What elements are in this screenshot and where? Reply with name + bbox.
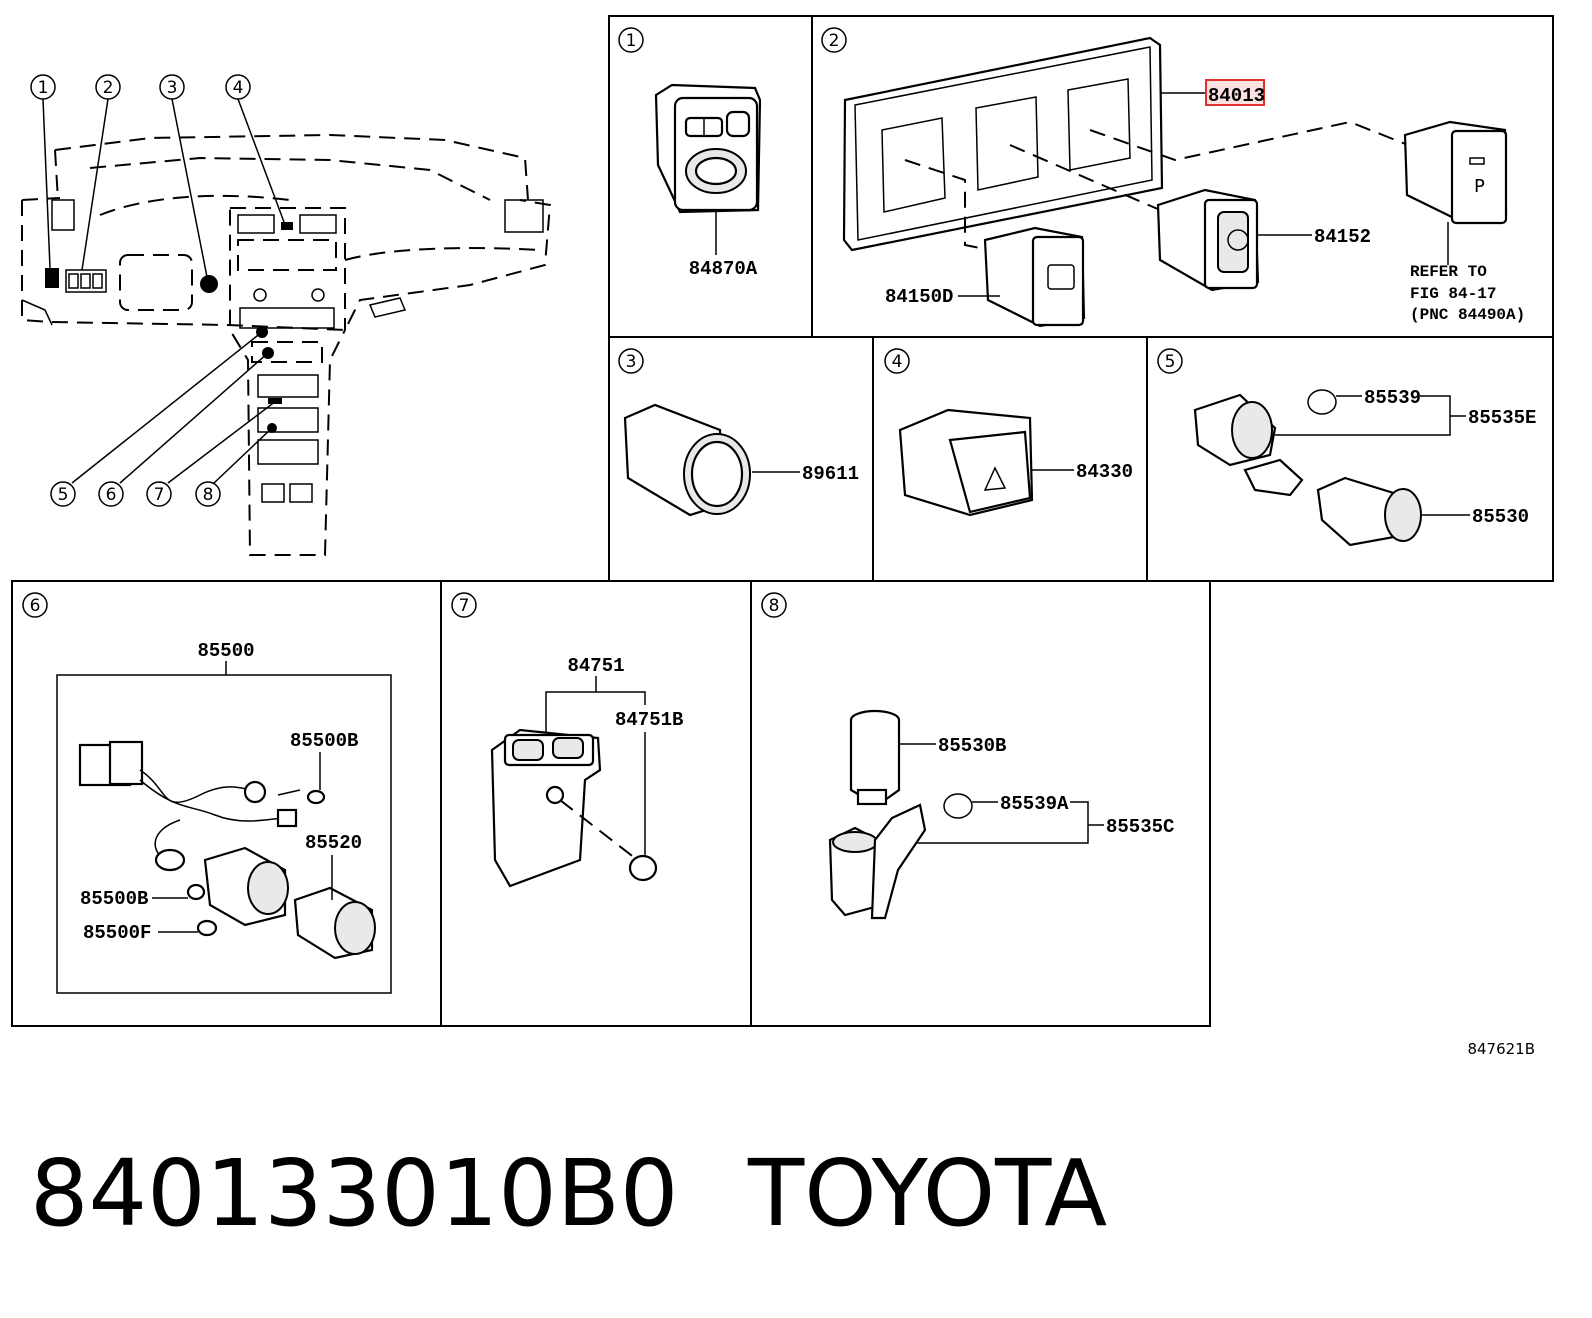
cigarette-lighter-harness-illustration	[78, 740, 376, 960]
hazard-switch-illustration	[898, 408, 1034, 517]
svg-text:7: 7	[154, 485, 165, 505]
svg-text:6: 6	[106, 485, 117, 505]
footer-brand: TOYOTA	[747, 1140, 1107, 1247]
overview-callout-2[interactable]: 2	[95, 74, 121, 100]
start-button-illustration	[623, 403, 751, 517]
part-label-85530B[interactable]: 85530B	[938, 735, 1006, 757]
part-label-89611[interactable]: 89611	[802, 463, 859, 485]
part-label-84152[interactable]: 84152	[1314, 226, 1371, 248]
footer-part-number: 840133010B0	[30, 1140, 678, 1247]
dashboard-outline	[21, 98, 552, 556]
panel-7: 7 84751 84751B	[451, 592, 683, 888]
panel-3: 3 89611	[618, 348, 859, 517]
socket-85530B-illustration	[849, 709, 901, 806]
svg-text:3: 3	[626, 352, 637, 372]
overview-callout-7[interactable]: 7	[146, 481, 172, 507]
cap-85539-icon	[1307, 389, 1337, 415]
heated-seat-switch-illustration	[490, 728, 602, 888]
overview-callout-8[interactable]: 8	[195, 481, 221, 507]
part-label-85500B-top[interactable]: 85500B	[290, 730, 358, 752]
svg-text:8: 8	[203, 485, 214, 505]
panel-1: 1 84870A	[618, 27, 762, 280]
clip-84751B-icon	[628, 854, 658, 882]
svg-text:2: 2	[103, 78, 114, 98]
switch-84150D-illustration	[983, 226, 1086, 328]
part-label-84751B[interactable]: 84751B	[615, 709, 683, 731]
part-label-84751[interactable]: 84751	[567, 655, 624, 677]
overview-callout-3[interactable]: 3	[159, 74, 185, 100]
part-label-85520[interactable]: 85520	[305, 832, 362, 854]
panel-4: 4 84330	[884, 348, 1133, 517]
svg-text:1: 1	[626, 31, 637, 51]
switch-parking-assist-illustration: P	[1403, 120, 1508, 225]
highlight-box-84013	[1205, 79, 1265, 106]
panel-2: 2 84013 84152 84150	[821, 27, 1525, 328]
switch-84152-illustration	[1156, 188, 1260, 292]
overview-callout-5[interactable]: 5	[50, 481, 76, 507]
panel-5: 5 85539 85535E 85530	[1157, 348, 1536, 547]
svg-text:4: 4	[233, 78, 244, 98]
refer-line-3: (PNC 84490A)	[1410, 306, 1525, 324]
part-label-85500F[interactable]: 85500F	[83, 922, 151, 944]
part-label-85500B-bottom[interactable]: 85500B	[80, 888, 148, 910]
part-label-85535E[interactable]: 85535E	[1468, 407, 1536, 429]
dashboard-overview: 1 2 3 4 5 6 7 8	[21, 74, 552, 556]
svg-text:5: 5	[58, 485, 69, 505]
svg-text:4: 4	[892, 352, 903, 372]
svg-text:P: P	[1474, 176, 1485, 197]
refer-line-2: FIG 84-17	[1410, 285, 1496, 303]
svg-text:3: 3	[167, 78, 178, 98]
panel-frames	[11, 15, 1554, 1027]
cap-85539A-icon	[943, 793, 973, 819]
part-label-84870A[interactable]: 84870A	[689, 258, 758, 280]
part-label-85530[interactable]: 85530	[1472, 506, 1529, 528]
socket-85535C-illustration	[828, 803, 927, 920]
illustration-code: 847621B	[1467, 1040, 1535, 1058]
overview-callout-1[interactable]: 1	[30, 74, 56, 100]
part-label-84150D[interactable]: 84150D	[885, 286, 953, 308]
part-label-85535C[interactable]: 85535C	[1106, 816, 1174, 838]
panel-8: 8 85530B 85539A 85535C	[761, 592, 1174, 920]
svg-text:8: 8	[769, 596, 780, 616]
panel-1-index	[618, 27, 644, 53]
switch-bezel-illustration	[842, 36, 1164, 252]
svg-text:2: 2	[829, 31, 840, 51]
svg-text:5: 5	[1165, 352, 1176, 372]
svg-text:6: 6	[30, 596, 41, 616]
part-label-85539[interactable]: 85539	[1364, 387, 1421, 409]
mirror-switch-illustration	[654, 83, 762, 214]
svg-text:7: 7	[459, 596, 470, 616]
svg-text:1: 1	[38, 78, 49, 98]
socket-85530-illustration	[1316, 476, 1422, 547]
panel-6: 6 85500 85500B 85520 85500B 85500	[22, 592, 392, 994]
overview-callout-6[interactable]: 6	[98, 481, 124, 507]
overview-callout-4[interactable]: 4	[225, 74, 251, 100]
part-label-85500[interactable]: 85500	[197, 640, 254, 662]
socket-85535E-illustration	[1193, 393, 1304, 497]
refer-line-1: REFER TO	[1410, 263, 1487, 281]
part-label-84013[interactable]: 84013	[1208, 85, 1265, 107]
part-label-84330[interactable]: 84330	[1076, 461, 1133, 483]
part-label-85539A[interactable]: 85539A	[1000, 793, 1069, 815]
